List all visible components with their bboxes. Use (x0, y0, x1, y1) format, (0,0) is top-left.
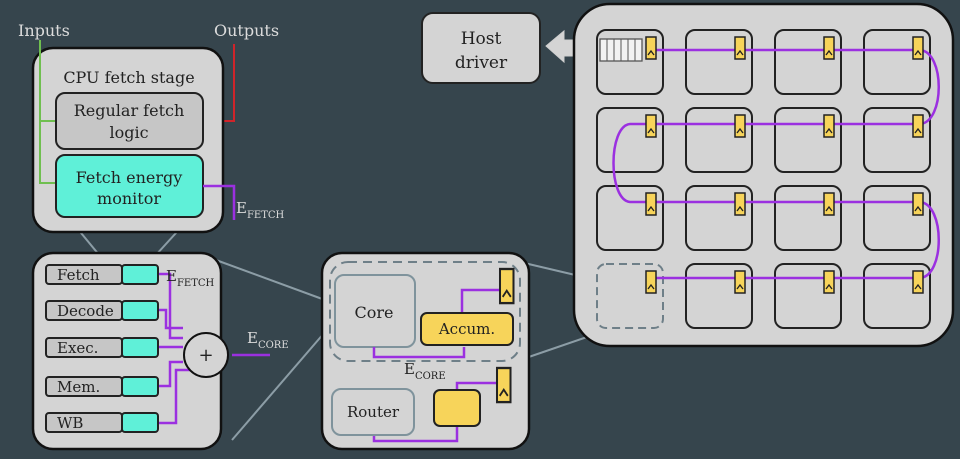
accum-box (420, 312, 514, 346)
stage-energy-monitor (121, 300, 159, 321)
e-fetch-output-wire (203, 184, 236, 220)
inputs-wire-branches (39, 40, 56, 184)
host-driver-line1: Host (461, 29, 502, 49)
router-sensor-icon (495, 366, 512, 404)
tile-energy-sensor-icon (823, 36, 835, 60)
stage-label: Fetch (57, 266, 100, 284)
core-label: Core (355, 303, 394, 322)
pipeline-stage-decode: Decode (45, 300, 159, 321)
tile-energy-sensor-icon (645, 192, 657, 216)
pipeline-e-fetch-label: EFETCH (166, 267, 215, 289)
tile-energy-sensor-icon (645, 270, 657, 294)
host-driver-box (421, 12, 541, 84)
fetch-energy-monitor-line1: Fetch energy (76, 168, 183, 187)
cpu-fetch-stage-title: CPU fetch stage (63, 68, 194, 87)
core-energy-region (329, 261, 521, 362)
host-driver-line2: driver (455, 53, 508, 73)
stage-energy-monitor (121, 264, 159, 285)
stage-label: Exec. (57, 339, 98, 357)
regular-fetch-logic-box (55, 92, 204, 150)
regular-fetch-logic-line1: Regular fetch (74, 101, 185, 120)
e-fetch-label: EFETCH (236, 199, 285, 221)
stage-energy-monitor (121, 412, 159, 433)
serpentine-energy-chain (612, 48, 940, 280)
tile-energy-sensor-icon (734, 192, 746, 216)
stage-label: Decode (57, 302, 114, 320)
tile-energy-sensor-icon (645, 114, 657, 138)
pipeline-e-core-label: ECORE (247, 329, 289, 351)
pipeline-stage-exec: Exec. (45, 337, 159, 358)
tile-energy-sensor-icon (734, 270, 746, 294)
tile-energy-sensor-icon (645, 36, 657, 60)
tile-e-core-label: ECORE (404, 360, 446, 382)
router-label: Router (347, 403, 400, 421)
tile-energy-sensor-icon (912, 270, 924, 294)
pipeline-stage-wb: WB (45, 412, 159, 433)
router-accum-box (433, 389, 481, 427)
router-box (331, 388, 415, 436)
chip-grid-panel (572, 2, 955, 348)
output-fifo-buffer (599, 38, 643, 62)
stage-energy-monitor (121, 376, 159, 397)
pipeline-wires (158, 272, 270, 425)
energy-adder (183, 332, 229, 378)
tile-energy-sensor-icon (823, 192, 835, 216)
accum-label: Accum. (438, 320, 495, 338)
tile-energy-sensor-icon (912, 36, 924, 60)
fetch-energy-monitor-line2: monitor (97, 189, 161, 208)
stage-energy-monitor (121, 337, 159, 358)
stage-label: Mem. (57, 378, 100, 396)
tile-energy-sensor-icon (823, 114, 835, 138)
tile-energy-sensor-icon (823, 270, 835, 294)
stage-label: WB (57, 414, 83, 432)
inputs-label: Inputs (18, 21, 70, 40)
tile-energy-sensor-icon (912, 114, 924, 138)
tile-energy-sensor-icon (734, 114, 746, 138)
adder-plus-sign: + (198, 345, 213, 366)
pipeline-stage-mem: Mem. (45, 376, 159, 397)
core-sensor-icon (498, 267, 515, 305)
tile-energy-sensor-icon (734, 36, 746, 60)
pipeline-stage-fetch: Fetch (45, 264, 159, 285)
regular-fetch-logic-line2: logic (109, 123, 148, 142)
tile-energy-sensor-icon (912, 192, 924, 216)
outputs-label: Outputs (214, 21, 279, 40)
